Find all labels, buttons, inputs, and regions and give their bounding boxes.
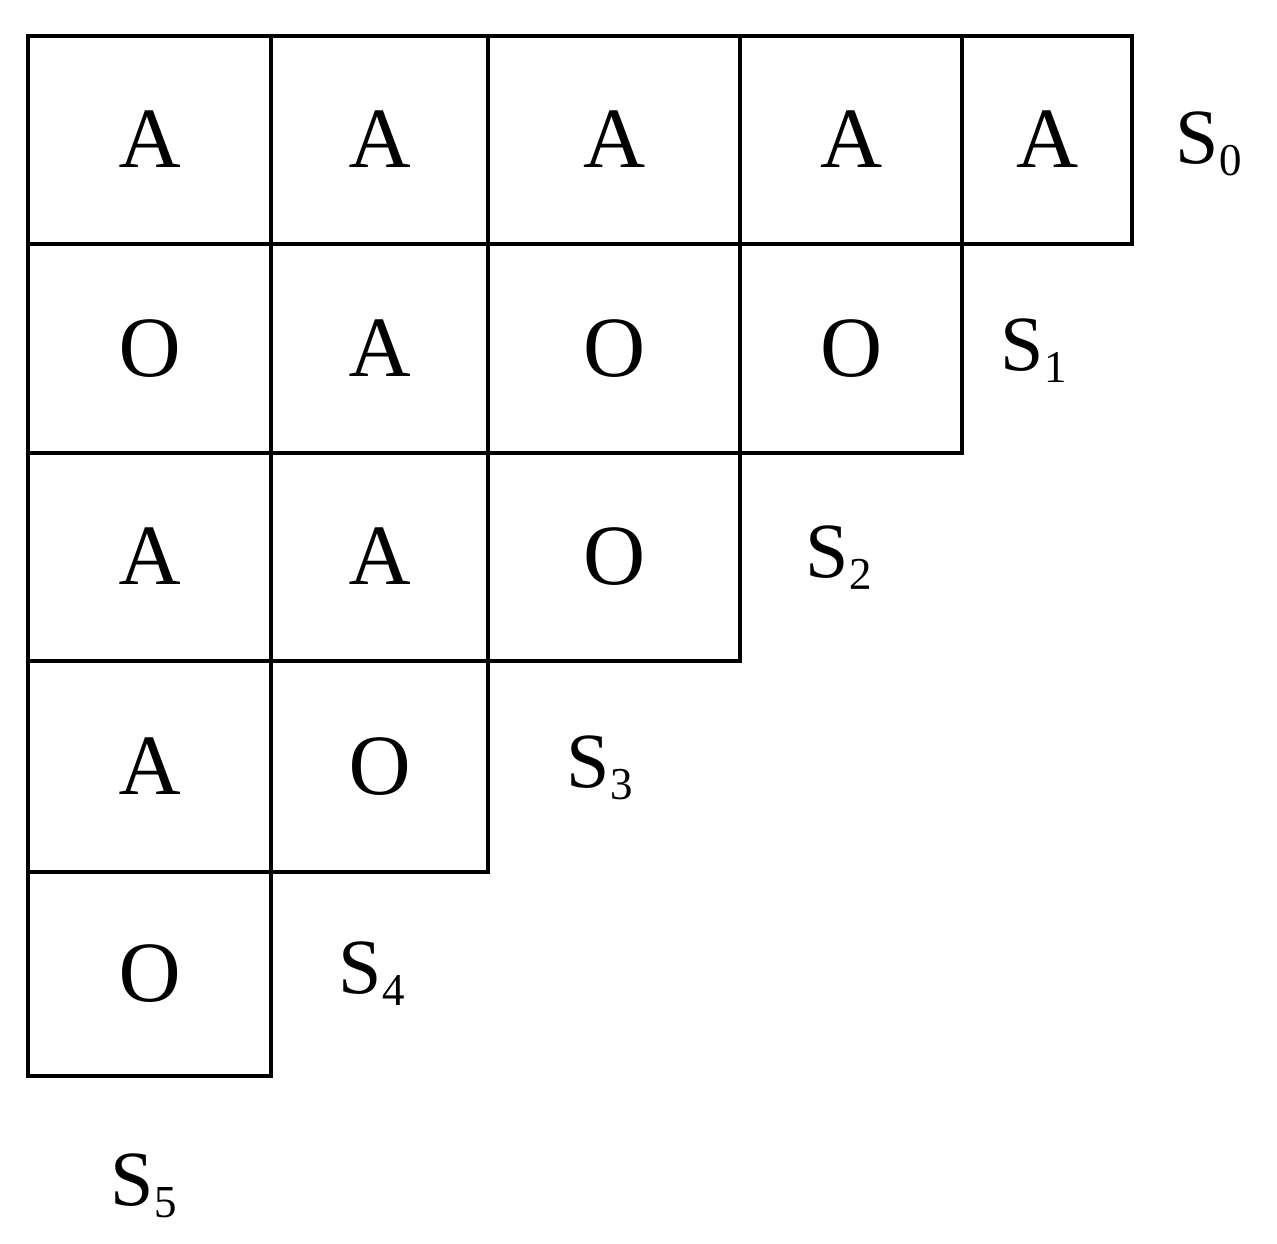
- row-label-base: S: [110, 1135, 154, 1222]
- cell-letter: O: [819, 298, 883, 395]
- cell-letter: A: [1015, 90, 1079, 186]
- row-label-base: S: [805, 507, 849, 594]
- row-label-s2: S2: [805, 512, 871, 597]
- row-label-base: S: [338, 923, 382, 1010]
- row-label-subscript: 1: [1043, 341, 1067, 392]
- row-label-base: S: [1000, 300, 1044, 387]
- row-label-s5: S5: [110, 1140, 176, 1225]
- grid-cell-r2-c2: O: [486, 451, 742, 663]
- grid-cell-r1-c1: A: [269, 242, 490, 455]
- grid-cell-r0-c4: A: [960, 34, 1134, 246]
- grid-cell-r0-c2: A: [486, 34, 742, 246]
- grid-cell-r1-c0: O: [26, 242, 273, 455]
- cell-letter: O: [348, 716, 411, 813]
- grid-cell-r1-c2: O: [486, 242, 742, 455]
- cell-letter: O: [118, 298, 181, 395]
- grid-cell-r0-c0: A: [26, 34, 273, 246]
- row-label-base: S: [566, 717, 610, 804]
- grid-cell-r3-c1: O: [269, 659, 490, 874]
- cell-letter: A: [348, 90, 411, 186]
- row-label-subscript: 4: [381, 964, 405, 1015]
- grid-cell-r0-c3: A: [738, 34, 964, 246]
- cell-letter: A: [118, 507, 181, 603]
- cell-letter: O: [118, 924, 181, 1020]
- cell-letter: O: [582, 298, 646, 395]
- grid-cell-r0-c1: A: [269, 34, 490, 246]
- row-label-s0: S0: [1175, 98, 1241, 183]
- grid-cell-r3-c0: A: [26, 659, 273, 874]
- cell-letter: O: [582, 507, 646, 603]
- row-label-base: S: [1175, 93, 1219, 180]
- cell-letter: A: [348, 507, 411, 603]
- cell-letter: A: [118, 716, 181, 813]
- cell-letter: A: [348, 298, 411, 395]
- cell-letter: A: [582, 90, 646, 186]
- grid-cell-r4-c0: O: [26, 870, 273, 1078]
- row-label-subscript: 5: [153, 1176, 177, 1227]
- grid-cell-r2-c1: A: [269, 451, 490, 663]
- row-label-s3: S3: [566, 722, 632, 807]
- row-label-subscript: 3: [609, 758, 633, 809]
- row-label-subscript: 0: [1218, 134, 1242, 185]
- grid-cell-r2-c0: A: [26, 451, 273, 663]
- row-label-s1: S1: [1000, 305, 1066, 390]
- cell-letter: A: [118, 90, 181, 186]
- cell-letter: A: [819, 90, 883, 186]
- grid-cell-r1-c3: O: [738, 242, 964, 455]
- row-label-subscript: 2: [848, 548, 872, 599]
- row-label-s4: S4: [338, 928, 404, 1013]
